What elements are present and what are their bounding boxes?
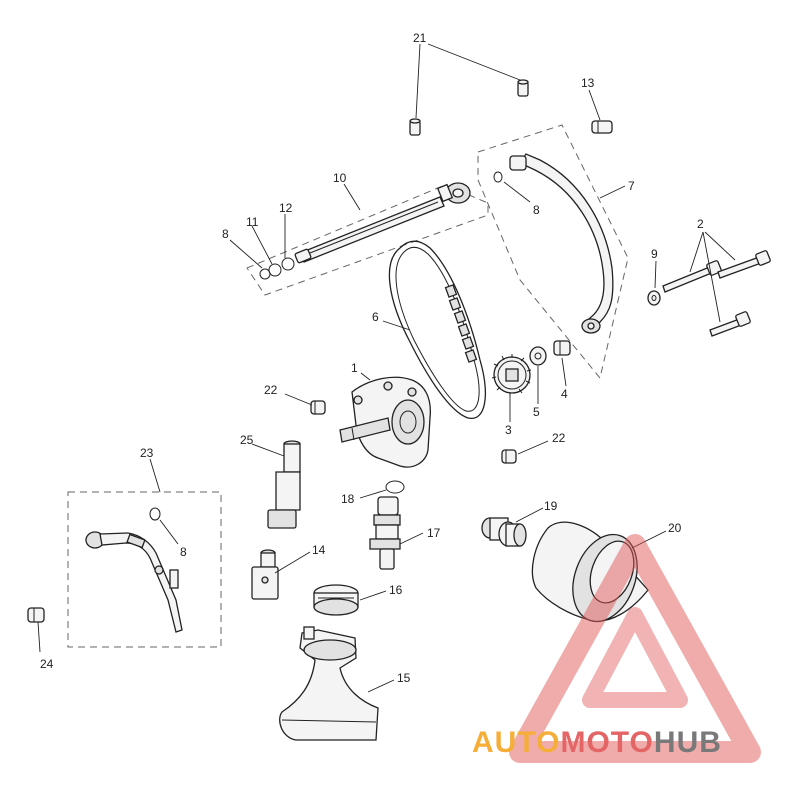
bolt-part xyxy=(591,120,613,134)
pickup-o-ring-part xyxy=(149,507,161,521)
callout-21: 21 xyxy=(413,31,427,45)
callout-16: 16 xyxy=(389,583,403,597)
callout-18: 18 xyxy=(341,492,355,506)
callout-22-upper: 22 xyxy=(264,383,278,397)
watermark-wordmark: AUTOMOTOHUB xyxy=(472,726,722,759)
callout-13: 13 xyxy=(581,76,595,90)
callout-24: 24 xyxy=(40,657,54,671)
callout-22-lower: 22 xyxy=(552,431,566,445)
oil-pump-part xyxy=(339,376,431,468)
callout-numbers: 21 13 10 7 8 12 11 8 2 9 6 1 4 22 5 3 25… xyxy=(40,31,704,685)
oil-filter-part xyxy=(531,521,649,623)
callout-1: 1 xyxy=(351,361,358,375)
watermark-auto: AUTO xyxy=(472,726,560,759)
callout-10: 10 xyxy=(333,171,347,185)
watermark-hub: HUB xyxy=(654,726,722,759)
filter-fitting-part xyxy=(481,517,527,547)
callout-11: 11 xyxy=(246,215,259,229)
chain-links xyxy=(444,284,478,363)
callout-8-feed-pipe: 8 xyxy=(222,227,229,241)
callout-8-pickup: 8 xyxy=(180,545,187,559)
drive-chain-part xyxy=(388,240,486,419)
washer-part xyxy=(647,290,661,306)
callout-23: 23 xyxy=(140,446,154,460)
dowel-pin-part xyxy=(409,79,529,136)
oil-feed-pipe-part xyxy=(294,182,471,264)
callout-15: 15 xyxy=(397,671,411,685)
group-frame-oil-pipe xyxy=(246,184,489,296)
o-ring-set-part xyxy=(259,257,295,280)
callout-25: 25 xyxy=(240,433,254,447)
small-bolt-lower-part xyxy=(501,449,517,464)
callout-6: 6 xyxy=(372,310,379,324)
automotohub-watermark-logo: AUTOMOTOHUB xyxy=(472,534,761,763)
pickup-pipe-part xyxy=(85,531,183,633)
pickup-bolt-part xyxy=(27,607,45,623)
group-frame-pickup xyxy=(67,491,222,648)
group-frame-oil-line xyxy=(477,124,629,380)
callout-2: 2 xyxy=(697,217,704,231)
sprocket-washer-part xyxy=(529,346,547,366)
callout-17: 17 xyxy=(427,526,441,540)
small-bolt-upper-part xyxy=(310,400,326,415)
sprocket-bolt-part xyxy=(553,340,571,356)
relief-valve-part xyxy=(369,496,401,570)
watermark-inner-triangle xyxy=(582,607,688,708)
long-bolts-part xyxy=(662,250,771,337)
callout-12: 12 xyxy=(279,201,293,215)
pickup-adaptor-part xyxy=(267,440,301,529)
callout-19: 19 xyxy=(544,499,558,513)
callout-4: 4 xyxy=(561,387,568,401)
callout-14: 14 xyxy=(312,543,326,557)
watermark-triangle xyxy=(509,534,761,763)
watermark-moto: MOTO xyxy=(560,726,653,759)
external-oil-line-part xyxy=(493,153,614,334)
callout-20: 20 xyxy=(668,521,682,535)
callout-3: 3 xyxy=(505,423,512,437)
valve-o-ring-part xyxy=(385,480,405,494)
callout-8-pipe-line: 8 xyxy=(533,203,540,217)
callout-9: 9 xyxy=(651,247,658,261)
callout-5: 5 xyxy=(533,405,540,419)
union-fitting-part xyxy=(251,549,279,600)
sprocket-part xyxy=(491,354,532,396)
strainer-cap-part xyxy=(313,584,359,616)
leader-lines xyxy=(37,43,736,693)
callout-7: 7 xyxy=(628,179,635,193)
oil-pickup-strainer-part xyxy=(279,626,379,741)
